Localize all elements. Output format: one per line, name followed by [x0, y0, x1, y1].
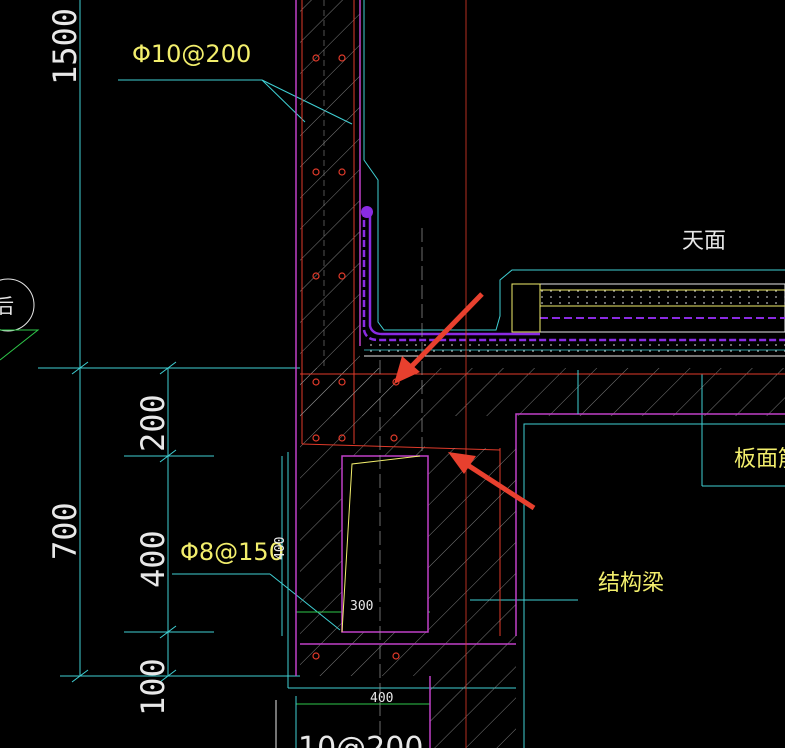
dim-400-vertical: 400	[134, 530, 172, 588]
dim-bottom-partial: 10@200	[298, 731, 423, 748]
dim-200: 200	[134, 394, 172, 452]
waterproof-layer	[361, 206, 785, 342]
roof-layers	[364, 283, 785, 357]
dim-700: 700	[46, 502, 84, 560]
upper-wall	[295, 0, 785, 448]
section-tag	[0, 278, 40, 361]
dim-300: 300	[350, 599, 373, 614]
slab-and-beam	[275, 0, 785, 748]
dim-400-small: 400	[273, 537, 288, 560]
structural-beam-label: 结构梁	[598, 571, 664, 596]
slab-rebar-label: 板面筋	[734, 447, 785, 472]
annotation-arrows	[394, 292, 536, 511]
dim-100: 100	[134, 658, 172, 716]
circle-tag-label: 后	[0, 294, 14, 318]
sky-surface-label: 天面	[682, 229, 726, 254]
rebar-label-top: Φ10@200	[132, 40, 251, 68]
dim-1500: 1500	[46, 8, 84, 85]
dim-400-horizontal: 400	[370, 691, 393, 706]
rebar-label-mid: Φ8@150	[180, 538, 284, 566]
